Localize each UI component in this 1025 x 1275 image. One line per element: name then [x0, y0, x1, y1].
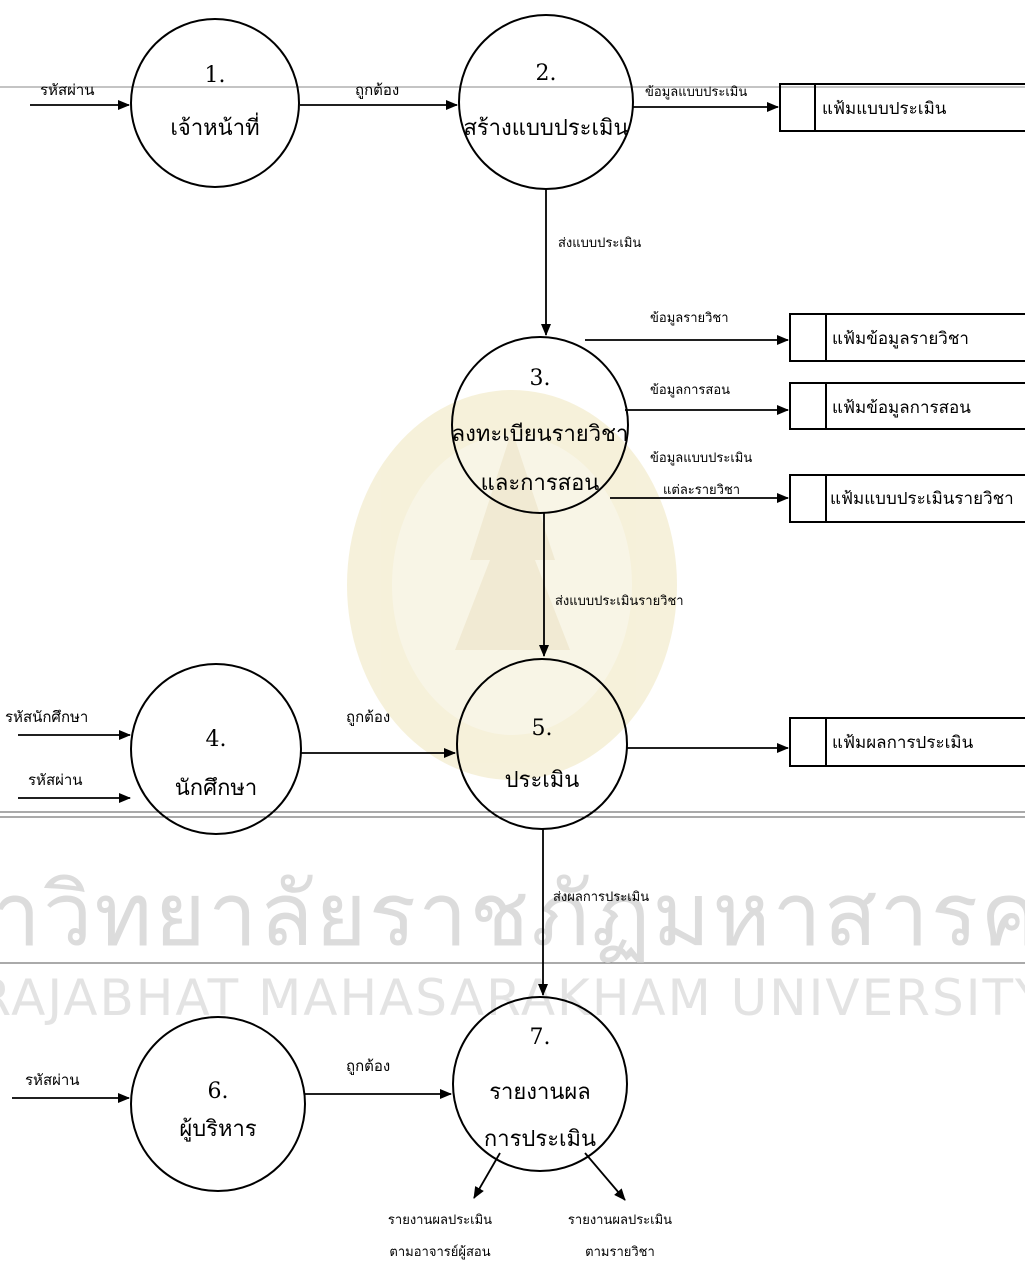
process-4-label: นักศึกษา	[175, 776, 258, 801]
input-label-student-id: รหัสนักศึกษา	[5, 708, 88, 726]
flow-label-valid-1: ถูกต้อง	[355, 81, 399, 99]
process-6: 6. ผู้บริหาร	[130, 1016, 306, 1192]
data-store-4	[789, 474, 1025, 523]
process-6-number: 6.	[208, 1079, 229, 1104]
input-label-password-2: รหัสผ่าน	[28, 771, 83, 789]
process-5-number: 5.	[532, 716, 553, 741]
process-1-label: เจ้าหน้าที่	[170, 112, 259, 141]
process-5-label: ประเมิน	[505, 768, 580, 793]
flow-label-form-data: ข้อมูลแบบประเมิน	[645, 85, 747, 100]
flow-label-teaching-data: ข้อมูลการสอน	[650, 383, 730, 398]
data-store-5-label: แฟ้มผลการประเมิน	[832, 733, 974, 753]
flow-label-send-results: ส่งผลการประเมิน	[553, 890, 649, 905]
input-label-password-3: รหัสผ่าน	[25, 1071, 80, 1089]
flow-label-course-form-line2: แต่ละรายวิชา	[663, 483, 740, 498]
process-7-label-line2: การประเมิน	[484, 1127, 596, 1152]
output-label-by-instructor-line2: ตามอาจารย์ผู้สอน	[389, 1244, 490, 1260]
process-2-label: สร้างแบบประเมิน	[463, 116, 628, 141]
flow-label-course-form-line1: ข้อมูลแบบประเมิน	[650, 451, 752, 466]
data-store-5	[789, 717, 1025, 767]
process-3: 3. ลงทะเบียนรายวิชา และการสอน	[451, 336, 629, 514]
watermark-thai: มหาวิทยาลัยราชภัฏมหาสารคาม	[0, 863, 1025, 966]
arrow-p7-to-o1	[473, 1152, 501, 1199]
process-6-label: ผู้บริหาร	[179, 1117, 257, 1142]
watermark-english: RAJABHAT MAHASARAKHAM UNIVERSITY	[0, 969, 1025, 1027]
flow-label-valid-2: ถูกต้อง	[346, 708, 390, 726]
flow-label-send-form: ส่งแบบประเมิน	[558, 236, 641, 251]
data-store-4-label: แฟ้มแบบประเมินรายวิชา	[830, 489, 1014, 509]
data-store-3	[789, 382, 1025, 430]
data-store-1	[779, 83, 1025, 132]
data-store-2-label: แฟ้มข้อมูลรายวิชา	[832, 329, 969, 349]
process-3-label-line2: และการสอน	[481, 471, 600, 496]
page-rules	[0, 86, 1025, 964]
process-7: 7. รายงานผล การประเมิน	[452, 996, 628, 1172]
flow-label-send-course-form: ส่งแบบประเมินรายวิชา	[555, 594, 684, 609]
process-7-number: 7.	[530, 1025, 551, 1050]
data-store-1-label: แฟ้มแบบประเมิน	[822, 99, 947, 119]
process-1-number: 1.	[205, 63, 226, 88]
process-5: 5. ประเมิน	[456, 658, 628, 830]
process-7-label-line1: รายงานผล	[489, 1080, 591, 1105]
university-emblem-watermark	[347, 390, 677, 780]
process-4-number: 4.	[206, 727, 227, 752]
process-1: 1. เจ้าหน้าที่	[130, 18, 300, 188]
flow-label-valid-3: ถูกต้อง	[346, 1057, 390, 1075]
flow-label-course-data: ข้อมูลรายวิชา	[650, 311, 729, 326]
output-label-by-course-line1: รายงานผลประเมิน	[568, 1213, 672, 1228]
arrow-p7-to-o2	[584, 1152, 626, 1201]
output-label-by-instructor-line1: รายงานผลประเมิน	[388, 1213, 492, 1228]
output-label-by-course-line2: ตามรายวิชา	[585, 1245, 655, 1260]
input-label-password-1: รหัสผ่าน	[40, 81, 95, 99]
data-store-2	[789, 313, 1025, 362]
process-3-label-line1: ลงทะเบียนรายวิชา	[452, 422, 629, 447]
process-4: 4. นักศึกษา	[130, 663, 302, 835]
process-2: 2. สร้างแบบประเมิน	[458, 14, 634, 190]
process-2-number: 2.	[536, 61, 557, 86]
data-store-3-label: แฟ้มข้อมูลการสอน	[832, 398, 971, 418]
process-3-number: 3.	[530, 366, 551, 391]
